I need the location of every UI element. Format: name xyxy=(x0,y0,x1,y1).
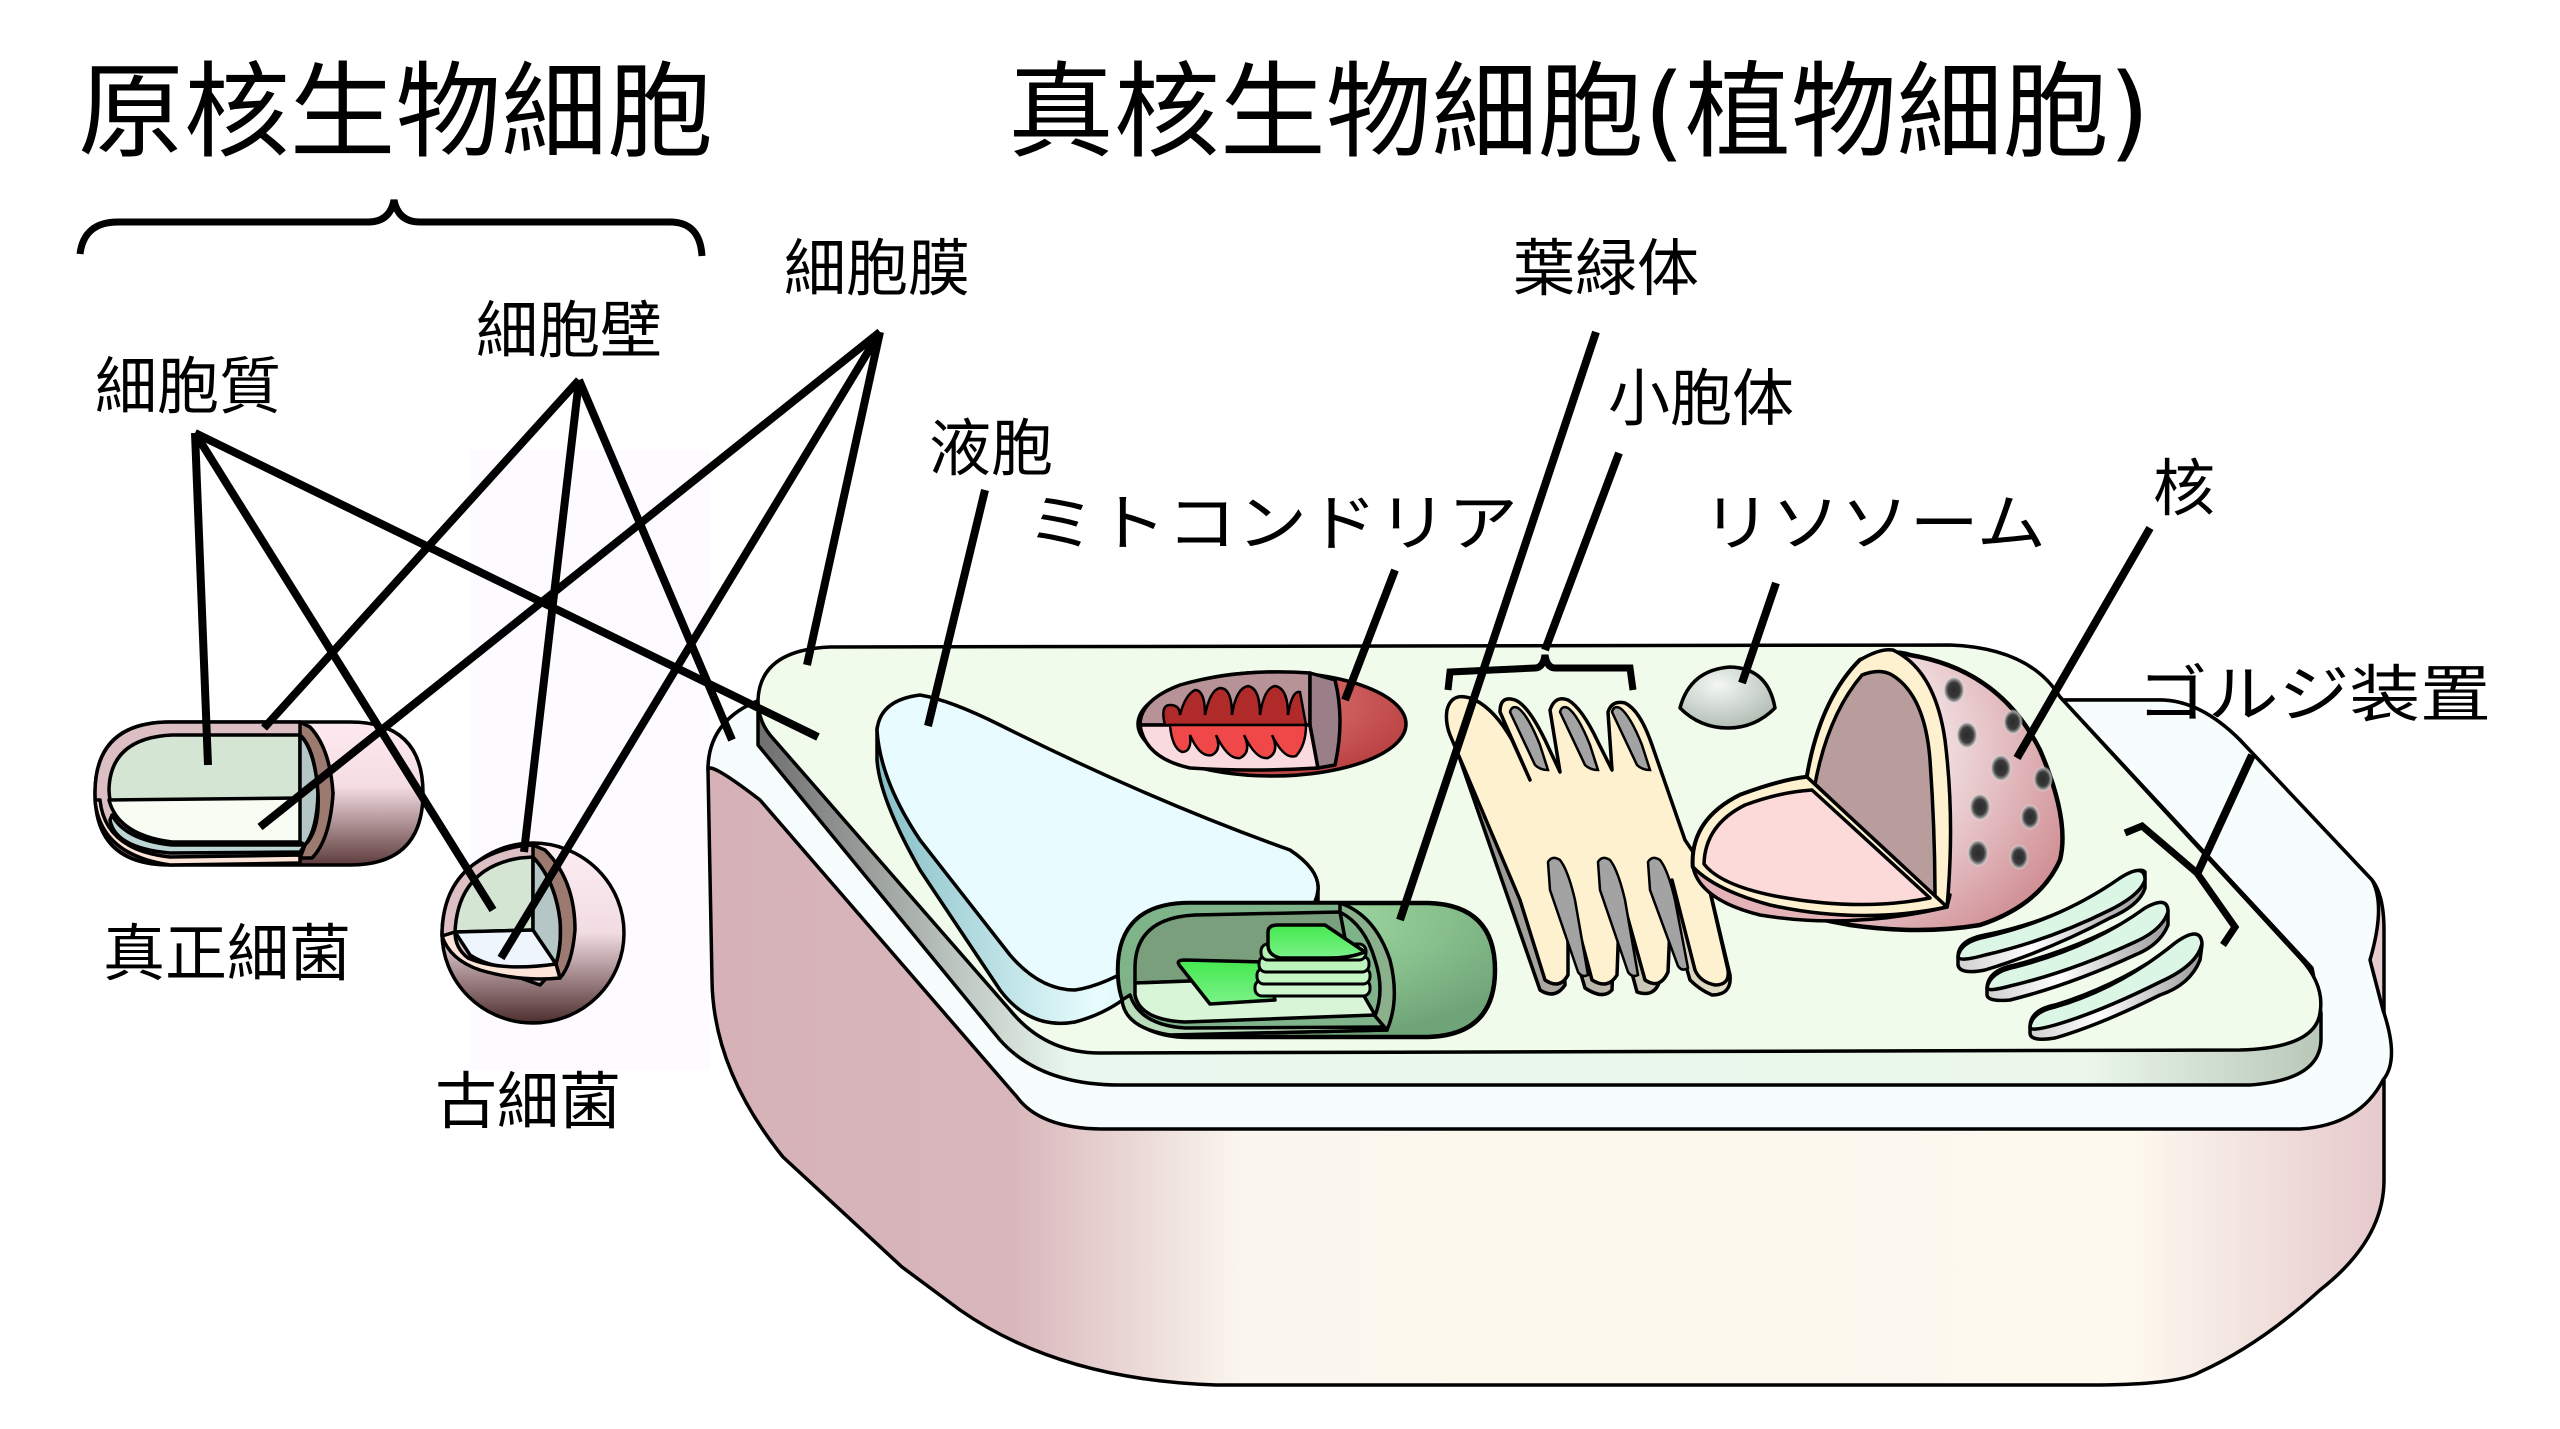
leader-lysosome xyxy=(1738,581,1780,685)
label-vacuole: 液胞 xyxy=(929,412,1053,485)
label-er: 小胞体 xyxy=(1608,362,1794,435)
leader-lines xyxy=(191,328,2256,961)
nucleus xyxy=(1690,647,2065,933)
label-chloroplast: 葉緑体 xyxy=(1513,232,1699,305)
leader-chloroplast xyxy=(1396,330,1600,922)
leader-membrane-rod xyxy=(257,328,883,831)
label-mitochondria: ミトコンドリア xyxy=(1026,487,1518,560)
leader-cytoplasm-plant xyxy=(193,429,820,741)
nuclear-pores xyxy=(1943,676,2053,870)
prokaryote-brace-icon xyxy=(76,199,706,257)
bacterium-rod xyxy=(93,720,425,867)
label-lysosome: リソソーム xyxy=(1702,487,2046,560)
label-golgi: ゴルジ装置 xyxy=(2137,658,2491,731)
leader-er xyxy=(1541,451,1623,652)
leader-mitochondria xyxy=(1341,568,1399,702)
leader-wall-rod xyxy=(261,377,582,731)
lysosome xyxy=(1678,665,1777,730)
plant-cell xyxy=(706,643,2394,1387)
label-archaea: 古細菌 xyxy=(435,1065,621,1138)
leader-cytoplasm-rod xyxy=(191,432,212,766)
leader-wall-plant xyxy=(575,378,736,742)
label-nucleus: 核 xyxy=(2153,452,2215,525)
mitochondrion xyxy=(1136,670,1408,778)
er-bracket-icon xyxy=(1444,654,1637,691)
prokaryote-title: 原核生物細胞 xyxy=(78,51,713,173)
eukaryote-title: 真核生物細胞(植物細胞) xyxy=(1008,51,2150,173)
leader-wall-sphere xyxy=(520,379,583,853)
leader-nucleus xyxy=(2013,525,2154,761)
leader-golgi xyxy=(2194,753,2256,874)
golgi-bracket-icon xyxy=(2123,821,2240,947)
leader-membrane-plant xyxy=(803,331,884,666)
chloroplast xyxy=(1115,900,1498,1040)
leader-cytoplasm-sphere xyxy=(191,430,497,913)
golgi-apparatus xyxy=(1956,821,2240,1041)
label-cell-wall: 細胞壁 xyxy=(476,294,662,367)
label-cytoplasm: 細胞質 xyxy=(95,350,281,423)
label-bacteria: 真正細菌 xyxy=(103,917,351,990)
endoplasmic-reticulum xyxy=(1444,654,1732,997)
leader-vacuole xyxy=(924,489,989,727)
leader-membrane-sphere xyxy=(497,329,884,961)
label-cell-membrane: 細胞膜 xyxy=(784,232,970,305)
